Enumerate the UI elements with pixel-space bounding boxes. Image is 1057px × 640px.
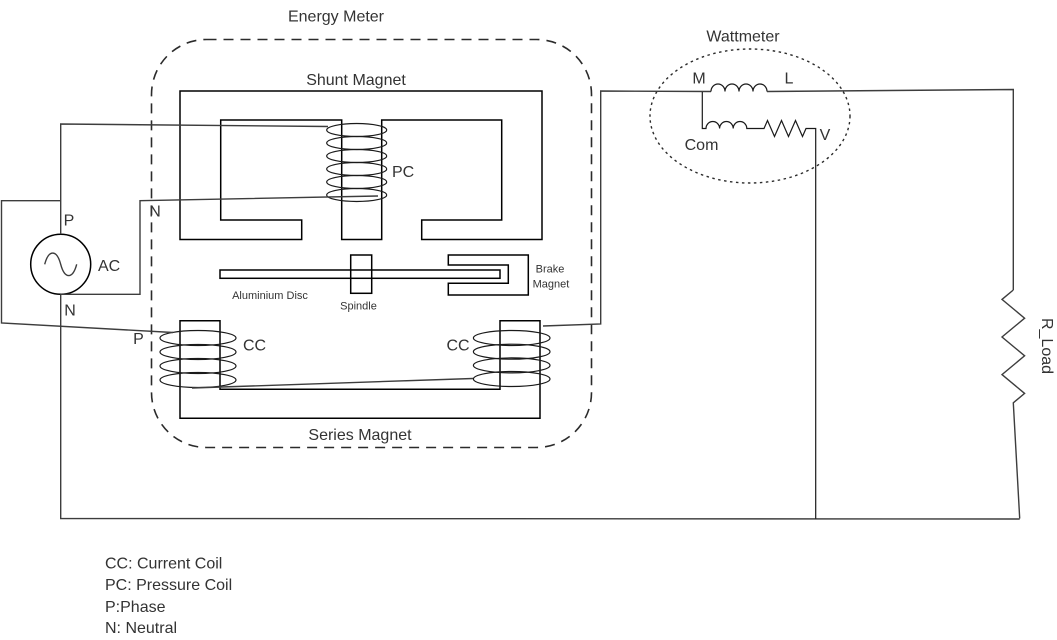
load-branch: R_Load (766, 88, 1055, 519)
wattmeter-v-label: V (820, 127, 831, 144)
wattmeter-com-label: Com (685, 137, 719, 154)
legend-line-p: P:Phase (105, 599, 166, 616)
brake-magnet-label-line2: Magnet (533, 279, 570, 291)
cc-coil-left (159, 329, 237, 389)
pc-coil-turn (326, 122, 388, 138)
spindle (349, 254, 373, 295)
brake-magnet (447, 254, 530, 296)
shunt-magnet-core (179, 90, 543, 241)
ac-source: AC P N (0, 123, 1020, 520)
legend-line-pc: PC: Pressure Coil (105, 577, 232, 594)
r-load-label: R_Load (1038, 318, 1055, 374)
aluminium-disc (219, 269, 501, 280)
cc-left-turn (159, 357, 237, 375)
ac-neutral-label: N (64, 303, 76, 320)
cc-right-turn (472, 357, 551, 374)
pc-coil-turn (326, 187, 388, 203)
cc-left-turn (159, 343, 237, 361)
pc-coil-turn (326, 174, 388, 190)
cc-right-turn (472, 343, 551, 360)
brake-magnet-label-line1: Brake (536, 264, 565, 276)
pc-coil-turn (326, 148, 388, 164)
wire-l-to-load (766, 88, 1014, 290)
pc-coil-turn (326, 161, 388, 177)
wire-neutral-to-pc (60, 195, 379, 295)
wattmeter-boundary (649, 48, 851, 184)
cc-left-turn (159, 371, 237, 389)
energy-meter-boundary (150, 38, 593, 449)
spindle-label: Spindle (340, 301, 377, 313)
meter-phase-label: P (133, 331, 144, 348)
sine-wave-icon (44, 252, 78, 277)
wattmeter-l-label: L (785, 71, 794, 88)
pc-coil (326, 122, 388, 203)
wattmeter-title: Wattmeter (706, 29, 780, 46)
wire-neutral-bottom-rail (60, 294, 1020, 520)
aluminium-disc-label: Aluminium Disc (232, 290, 308, 302)
legend-line-cc: CC: Current Coil (105, 556, 222, 573)
wattmeter-current-coil (710, 83, 768, 92)
energy-meter: Energy Meter Shunt Magnet PC Aluminium D… (133, 9, 593, 449)
cc-right-turn (472, 329, 551, 347)
cc-left-label: CC (243, 338, 266, 355)
wire-phase-to-pc (60, 123, 329, 235)
cc-left-turn (159, 329, 237, 347)
wire-cc-to-wattmeter (542, 90, 712, 327)
wire-phase-to-cc (0, 199, 174, 334)
legend: CC: Current Coil PC: Pressure Coil P:Pha… (105, 556, 232, 638)
shunt-magnet-label: Shunt Magnet (306, 72, 406, 89)
wire-cc-link (191, 377, 474, 389)
series-magnet-label: Series Magnet (308, 427, 412, 444)
ac-source-label: AC (98, 258, 120, 275)
legend-line-n: N: Neutral (105, 620, 177, 637)
cc-coil-right (472, 329, 551, 388)
cc-right-label: CC (447, 338, 470, 355)
cc-right-turn (472, 370, 551, 388)
wattmeter-pressure-branch (701, 92, 817, 519)
pc-label: PC (392, 164, 414, 181)
energy-meter-title: Energy Meter (288, 9, 385, 26)
wattmeter: Wattmeter M L Com V (542, 29, 851, 519)
pc-coil-turn (326, 135, 388, 151)
ac-phase-label: P (64, 213, 75, 230)
meter-neutral-label: N (149, 204, 161, 221)
r-load-resistor (1000, 289, 1026, 519)
wattmeter-m-label: M (692, 71, 705, 88)
